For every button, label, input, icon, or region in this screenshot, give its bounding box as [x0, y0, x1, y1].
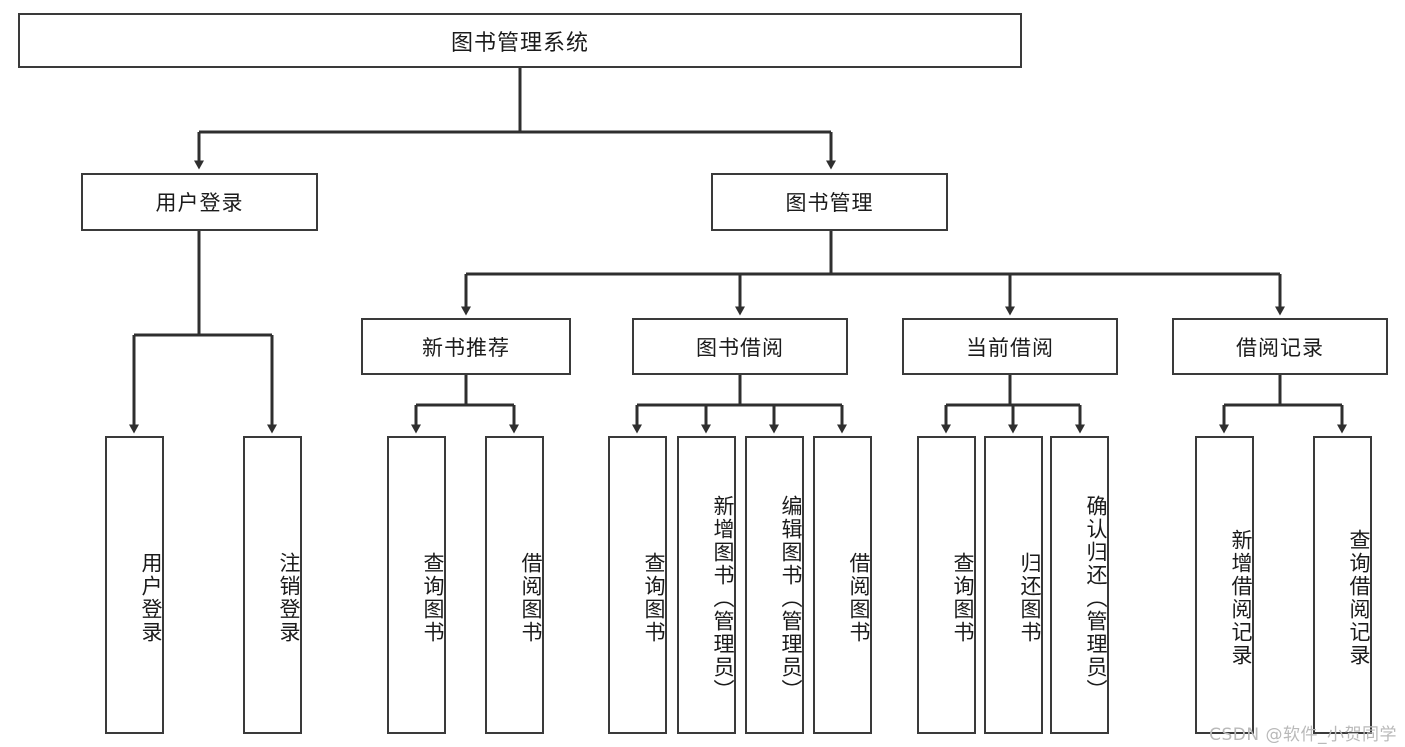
node-label: 用户登录: [155, 191, 244, 215]
leaf-edit-book[interactable]: 编辑图书（管理员）: [745, 436, 804, 734]
node-label: 图书借阅: [696, 335, 784, 360]
node-label: 查询借阅记录: [1347, 529, 1371, 667]
node-label: 确认归还（管理员）: [1084, 494, 1108, 702]
leaf-add-book[interactable]: 新增图书（管理员）: [677, 436, 736, 734]
leaf-query-book-borrow[interactable]: 查询图书: [608, 436, 667, 734]
node-label: 用户登录: [139, 552, 163, 644]
node-label: 查询图书: [951, 552, 975, 644]
leaf-confirm-return[interactable]: 确认归还（管理员）: [1050, 436, 1109, 734]
leaf-return-book[interactable]: 归还图书: [984, 436, 1043, 734]
node-label: 新书推荐: [422, 335, 510, 360]
leaf-borrow-book-recommend[interactable]: 借阅图书: [485, 436, 544, 734]
node-label: 编辑图书（管理员）: [779, 494, 803, 702]
leaf-borrow-book[interactable]: 借阅图书: [813, 436, 872, 734]
node-root-system[interactable]: 图书管理系统: [18, 13, 1022, 68]
node-label: 借阅图书: [519, 552, 543, 644]
node-label: 图书管理系统: [450, 30, 589, 56]
node-book-borrow[interactable]: 图书借阅: [632, 318, 848, 375]
leaf-query-book-recommend[interactable]: 查询图书: [387, 436, 446, 734]
node-book-management[interactable]: 图书管理: [711, 173, 948, 231]
node-label: 新增图书（管理员）: [711, 494, 735, 702]
leaf-logout[interactable]: 注销登录: [243, 436, 302, 734]
node-label: 注销登录: [277, 552, 301, 644]
node-label: 图书管理: [785, 191, 874, 215]
leaf-query-borrow-record[interactable]: 查询借阅记录: [1313, 436, 1372, 734]
node-borrow-record[interactable]: 借阅记录: [1172, 318, 1388, 375]
leaf-user-login[interactable]: 用户登录: [105, 436, 164, 734]
node-new-book-recommend[interactable]: 新书推荐: [361, 318, 571, 375]
node-current-borrow[interactable]: 当前借阅: [902, 318, 1118, 375]
node-label: 归还图书: [1018, 552, 1042, 644]
node-label: 查询图书: [421, 552, 445, 644]
leaf-add-borrow-record[interactable]: 新增借阅记录: [1195, 436, 1254, 734]
node-label: 借阅记录: [1236, 335, 1324, 360]
node-label: 查询图书: [642, 552, 666, 644]
node-label: 借阅图书: [847, 552, 871, 644]
node-user-login[interactable]: 用户登录: [81, 173, 318, 231]
node-label: 当前借阅: [966, 335, 1054, 360]
node-label: 新增借阅记录: [1229, 529, 1253, 667]
leaf-query-book-current[interactable]: 查询图书: [917, 436, 976, 734]
csdn-watermark: CSDN @软件_小贺同学: [1209, 725, 1397, 745]
